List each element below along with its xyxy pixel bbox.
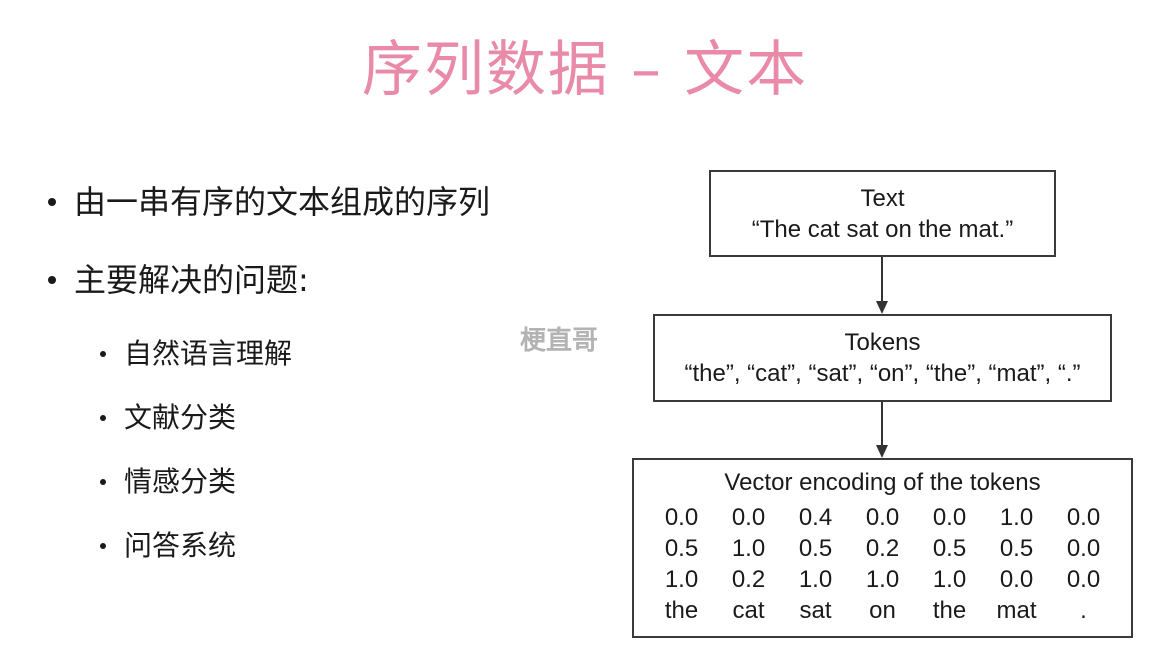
vector-value-cell: 0.0 [1066,565,1101,593]
vector-value-cell: 0.0 [731,503,766,531]
vector-value-cell: 1.0 [865,565,900,593]
sub-bullet-item: 自然语言理解 [100,334,490,374]
text-box-content: “The cat sat on the mat.” [751,216,1014,243]
arrow-down-icon [876,301,888,314]
sub-bullet-text: 文献分类 [124,401,237,434]
vector-value-cell: 1.0 [932,565,967,593]
sub-bullet-item: 问答系统 [100,526,490,566]
vector-value-cell: 0.2 [731,565,766,593]
token-label-cell: on [869,596,896,624]
text-box-heading: Text [860,185,905,212]
vector-value-cell: 0.0 [664,503,699,531]
bullet-dot-icon [100,415,106,421]
vector-value-cell: 0.0 [999,565,1034,593]
vector-value-cell: 0.5 [798,534,833,562]
vector-value-cell: 0.0 [1066,534,1101,562]
token-label-cell: the [932,596,967,624]
vector-row: 1.0 0.2 1.0 1.0 1.0 0.0 0.0 [648,564,1117,595]
vector-value-cell: 0.0 [865,503,900,531]
vector-value-cell: 1.0 [798,565,833,593]
token-label-row: the cat sat on the mat. [648,595,1117,626]
arrow-line [881,402,883,446]
vector-value-cell: 1.0 [731,534,766,562]
bullet-item: 主要解决的问题: [48,256,490,304]
token-label-cell: sat [799,596,832,624]
sub-bullet-text: 情感分类 [124,465,237,498]
bullet-dot-icon [48,198,56,206]
tokens-box-heading: Tokens [844,329,921,356]
vector-value-cell: 1.0 [999,503,1034,531]
bullet-dot-icon [100,543,106,549]
vector-value-cell: 0.5 [932,534,967,562]
vector-value-cell: 0.5 [664,534,699,562]
vector-value-cell: 0.0 [932,503,967,531]
vector-value-cell: 0.2 [865,534,900,562]
vector-value-cell: 0.5 [999,534,1034,562]
bullet-dot-icon [100,351,106,357]
text-box: Text “The cat sat on the mat.” [709,170,1056,257]
vector-row: 0.5 1.0 0.5 0.2 0.5 0.5 0.0 [648,533,1117,564]
vector-value-cell: 1.0 [664,565,699,593]
token-label-cell: . [1080,596,1087,624]
sub-bullet-text: 问答系统 [124,529,237,562]
vector-row: 0.0 0.0 0.4 0.0 0.0 1.0 0.0 [648,502,1117,533]
sub-bullet-item: 文献分类 [100,398,490,438]
vector-value-cell: 0.0 [1066,503,1101,531]
vector-box-heading: Vector encoding of the tokens [724,469,1041,496]
tokens-box: Tokens “the”, “cat”, “sat”, “on”, “the”,… [653,314,1112,402]
token-label-cell: mat [996,596,1037,624]
bullet-text: 由一串有序的文本组成的序列 [74,183,491,221]
tokens-box-content: “the”, “cat”, “sat”, “on”, “the”, “mat”,… [684,360,1081,387]
watermark: 梗直哥 [520,326,599,356]
sub-bullet-text: 自然语言理解 [124,337,293,370]
token-label-cell: the [664,596,699,624]
arrow-line [881,257,883,302]
token-label-cell: cat [732,596,765,624]
vector-value-cell: 0.4 [798,503,833,531]
arrow-down-icon [876,445,888,458]
bullet-dot-icon [100,479,106,485]
bullet-list: 由一串有序的文本组成的序列 主要解决的问题: 自然语言理解 文献分类 情感分类 … [48,178,490,590]
bullet-item: 由一串有序的文本组成的序列 [48,178,490,226]
bullet-text: 主要解决的问题: [74,261,309,299]
sub-bullet-item: 情感分类 [100,462,490,502]
bullet-dot-icon [48,276,56,284]
slide-title: 序列数据 – 文本 [361,35,809,105]
